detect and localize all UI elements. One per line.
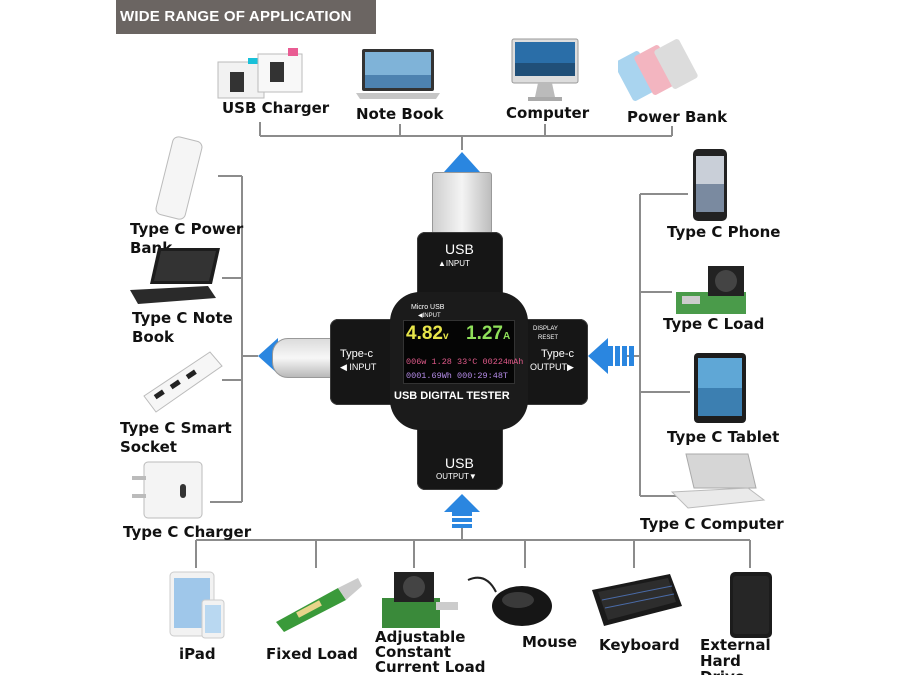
usb-output-sub: OUTPUT▼ [436,472,477,481]
display-screen: 4.82v 1.27A 006w 1.28 33°C 00224mAh 0001… [403,320,523,384]
banner-title: WIDE RANGE OF APPLICATION [116,0,376,34]
bottom-label-adjustable-load: Adjustable Constant Current Load [375,628,486,675]
type-c-load-icon [676,266,746,314]
current-unit: A [502,331,511,342]
micro-usb-label: Micro USB [411,304,445,311]
type-c-notebook-icon [130,248,220,304]
notebook-icon [356,49,440,99]
type-c-output-sub: OUTPUT▶ [530,362,574,372]
top-label-power-bank: Power Bank [627,108,728,126]
bottom-label-external-hard-drive: External Hard Drive [700,636,771,675]
type-c-power-bank-icon [155,136,203,220]
device-name: USB DIGITAL TESTER [394,390,510,402]
usb-a-plug [432,172,492,234]
bottom-label-keyboard: Keyboard [599,636,680,654]
usb-output-label: USB [445,455,474,471]
power-bank-icon [618,39,698,101]
type-c-smart-socket-icon [143,351,223,413]
adjustable-load-icon [382,572,458,628]
type-c-input-label: Type-c [340,348,374,360]
type-c-plug [272,338,334,378]
external-hard-drive-icon [730,572,772,638]
computer-icon [511,38,579,101]
type-c-input-sub: ◀ INPUT [340,362,377,372]
screen-row-2: 0001.69Wh 000:29:48T [406,371,509,381]
top-label-computer: Computer [506,104,590,122]
top-label-notebook: Note Book [356,105,444,123]
left-label-type-c-charger: Type C Charger [123,523,252,541]
left-label-type-c-notebook: Type C Note Book [132,309,233,346]
right-label-type-c-tablet: Type C Tablet [667,428,780,446]
usb-input-label: USB [445,241,474,257]
right-label-type-c-computer: Type C Computer [640,515,784,533]
type-c-phone-icon [693,149,727,221]
type-c-computer-icon [670,453,766,509]
left-label-type-c-smart-socket: Type C Smart Socket [120,419,232,456]
bottom-label-mouse: Mouse [522,633,578,651]
fixed-load-icon [276,578,362,632]
right-label-type-c-load: Type C Load [663,315,765,333]
current-value: 1.27 [466,323,503,344]
voltage-unit: v [442,331,449,342]
usb-input-sub: ▲INPUT [438,259,470,268]
right-arrow [588,338,634,374]
usb-charger-icon [217,48,303,99]
bottom-label-fixed-load: Fixed Load [266,645,358,663]
mouse-icon [467,576,552,626]
bottom-label-ipad: iPad [179,645,216,663]
usb-digital-tester: USB ▲INPUT Micro USB ◀INPUT DISPLAY RESE… [330,232,588,490]
reset-button-label[interactable]: RESET [538,335,559,341]
type-c-output-label: Type-c [541,348,575,360]
screen-row-1: 006w 1.28 33°C 00224mAh [406,357,524,367]
type-c-tablet-icon [694,353,746,423]
micro-usb-sub: ◀INPUT [418,313,441,319]
top-label-usb-charger: USB Charger [222,99,330,117]
voltage-value: 4.82 [406,323,443,344]
ipad-icon [169,571,225,639]
type-c-charger-icon [132,461,203,519]
display-button-label[interactable]: DISPLAY [533,326,558,332]
right-label-type-c-phone: Type C Phone [667,223,781,241]
keyboard-icon [592,574,682,626]
bottom-arrow [444,494,480,528]
